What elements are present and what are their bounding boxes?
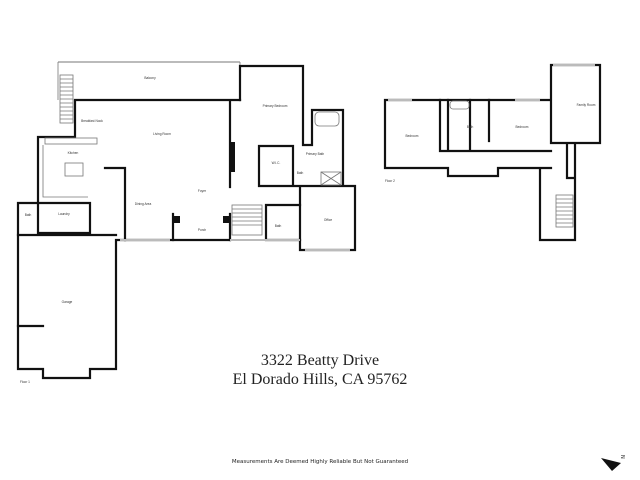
room-bath-upper: Bath (467, 125, 474, 129)
north-arrow-icon: N (601, 455, 625, 471)
room-bath-2: Bath (297, 171, 304, 175)
address-line-2: El Dorado Hills, CA 95762 (232, 371, 408, 388)
room-foyer: Foyer (198, 189, 207, 193)
room-office: Office (324, 218, 332, 222)
room-balcony: Balcony (144, 76, 156, 80)
main-stairs (231, 204, 263, 236)
room-family-room: Family Room (577, 103, 596, 107)
room-bedroom-1: Bedroom (406, 134, 419, 138)
balcony-stairs (59, 74, 74, 124)
room-living-room: Living Room (153, 132, 171, 136)
room-kitchen: Kitchen (68, 151, 79, 155)
floor-1-label: Floor 1 (20, 380, 30, 384)
upper-floor-walls (383, 63, 602, 242)
room-garage: Garage (62, 300, 73, 304)
disclaimer: Measurements Are Deemed Highly Reliable … (231, 459, 409, 465)
room-porch: Porch (198, 228, 207, 232)
room-breakfast-nook: Breakfast Nook (81, 119, 103, 123)
room-primary-bath: Primary Bath (306, 152, 325, 156)
room-primary-bedroom: Primary Bedroom (263, 104, 288, 108)
room-bath-1: Bath (25, 213, 32, 217)
room-bath-3: Bath (275, 224, 282, 228)
room-laundry: Laundry (58, 212, 70, 216)
room-bedroom-2: Bedroom (516, 125, 529, 129)
address-line-1: 3322 Beatty Drive (260, 352, 380, 369)
compass-letter: N (619, 455, 625, 459)
primary-suite-walls (238, 64, 357, 252)
floor-2-plan (383, 63, 602, 242)
upper-stairs (555, 194, 574, 228)
room-wic: W.I.C. (272, 161, 281, 165)
room-dining-area: Dining Area (135, 202, 152, 206)
floor-1-plan (16, 61, 357, 380)
floor-2-label: Floor 2 (385, 179, 395, 183)
